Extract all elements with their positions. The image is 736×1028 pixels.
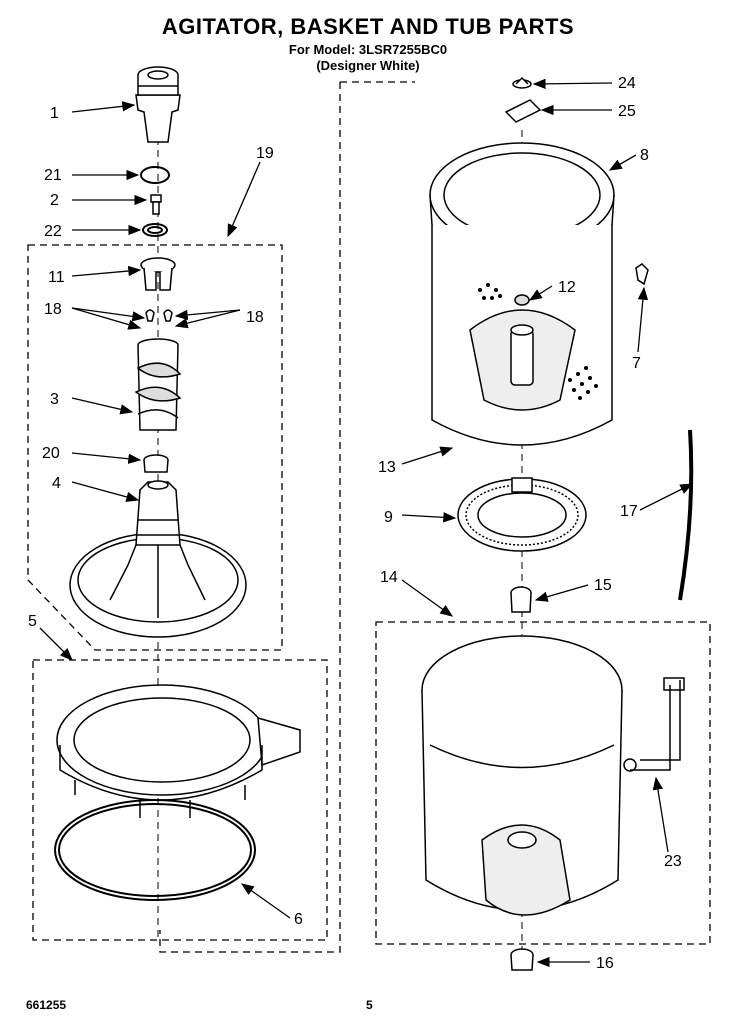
page-title: AGITATOR, BASKET AND TUB PARTS — [161, 14, 575, 39]
part-5-tub-ring — [56, 684, 301, 818]
part-18-dogs — [145, 309, 173, 322]
part-13-basket — [431, 225, 613, 446]
callout-3: 3 — [50, 391, 59, 408]
callout-7: 7 — [632, 355, 641, 372]
basket-perforations — [478, 283, 598, 400]
callout-23: 23 — [664, 853, 682, 870]
part-4-agitator-base — [69, 480, 247, 638]
callout-22: 22 — [44, 223, 62, 240]
callout-4: 4 — [52, 475, 61, 492]
part-11-cam — [140, 257, 176, 291]
part-7-clip — [635, 263, 649, 286]
part-23-hose — [623, 677, 685, 772]
part-14-outer-tub — [421, 635, 623, 916]
part-9-hub-ring — [457, 477, 587, 552]
callout-6: 6 — [294, 911, 303, 928]
part-20-coupling — [143, 454, 169, 473]
group-14-outline — [375, 621, 711, 945]
callout-13: 13 — [378, 459, 396, 476]
callout-5: 5 — [28, 613, 37, 630]
callout-19: 19 — [256, 145, 274, 162]
callout-18-right: 18 — [246, 309, 264, 326]
model-number: For Model: 3LSR7255BC0 — [288, 42, 448, 57]
part-25-clamp — [504, 99, 542, 123]
callout-25: 25 — [618, 103, 636, 120]
callout-11: 11 — [48, 269, 65, 286]
callout-1: 1 — [50, 105, 59, 122]
part-22-seal — [142, 223, 168, 237]
callout-2: 2 — [50, 192, 59, 209]
callout-15: 15 — [594, 577, 612, 594]
part-1-agitator-cap — [135, 66, 181, 143]
part-3-agitator-barrel — [134, 338, 182, 431]
callout-20: 20 — [42, 445, 60, 462]
callout-labels: 1 21 2 22 19 11 18 18 3 20 4 5 6 24 25 8… — [28, 75, 682, 972]
part-2-bolt — [150, 194, 162, 215]
part-24-nut — [512, 76, 532, 89]
part-21-retaining-ring — [140, 166, 170, 184]
callout-17: 17 — [620, 503, 638, 520]
group-5-outline — [32, 659, 328, 941]
center-dashed-line — [159, 81, 415, 953]
part-17-hose — [678, 429, 694, 601]
part-15-hub-nut — [510, 586, 532, 613]
callout-12: 12 — [558, 279, 576, 296]
footer-code: 661255 — [26, 998, 67, 1012]
part-6-snap-ring — [54, 799, 256, 901]
color-variant: (Designer White) — [316, 58, 420, 73]
callout-21: 21 — [44, 167, 62, 184]
part-16-drive-nut — [510, 948, 534, 971]
callout-16: 16 — [596, 955, 614, 972]
page-number: 5 — [366, 998, 373, 1012]
leader-lines — [39, 78, 694, 968]
group-19-outline — [27, 244, 283, 651]
callout-9: 9 — [384, 509, 393, 526]
callout-14: 14 — [380, 569, 398, 586]
callout-8: 8 — [640, 147, 649, 164]
callout-24: 24 — [618, 75, 636, 92]
callout-18-left: 18 — [44, 301, 62, 318]
